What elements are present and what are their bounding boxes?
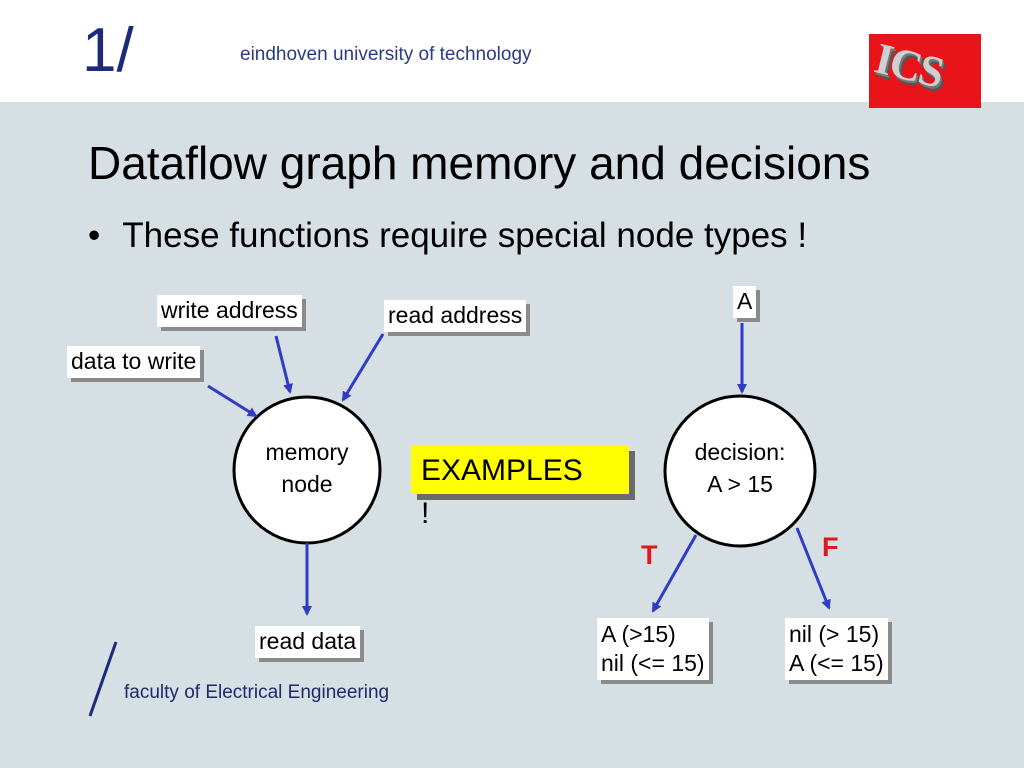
- false-branch-label: F: [822, 532, 839, 562]
- true-branch-label: T: [641, 540, 658, 570]
- decision-node-line-2: A > 15: [707, 471, 773, 498]
- examples-callout: EXAMPLES !: [411, 445, 629, 529]
- arrow-false-branch: [795, 527, 831, 610]
- bullet-dot-icon: •: [88, 216, 101, 255]
- true-output-line-2: nil (<= 15): [601, 649, 705, 676]
- examples-callout-bang: !: [421, 497, 430, 530]
- examples-callout-text: EXAMPLES: [421, 454, 583, 487]
- false-output-line-2: A (<= 15): [789, 649, 884, 676]
- false-output-box: nil (> 15) A (<= 15): [785, 618, 888, 680]
- header-bar: 1/ eindhoven university of technology IC…: [0, 0, 1024, 108]
- data-to-write-label: data to write: [67, 346, 201, 378]
- ics-logo: ICS: [869, 34, 981, 108]
- memory-node-line-2: node: [281, 471, 333, 498]
- input-a-label: A: [733, 286, 757, 318]
- read-data-label: read data: [255, 626, 361, 658]
- university-name: eindhoven university of technology: [240, 44, 532, 65]
- arrow-read-address: [341, 333, 385, 402]
- slide-title: Dataflow graph memory and decisions: [88, 137, 871, 189]
- arrow-write-address: [274, 335, 293, 394]
- memory-node-line-1: memory: [265, 439, 349, 465]
- read-address-label: read address: [384, 300, 527, 332]
- footer-slash-mark: [88, 641, 118, 717]
- tue-logo-mark: 1/: [82, 16, 134, 85]
- true-output-line-1: A (>15): [601, 621, 676, 647]
- arrow-true-branch: [651, 534, 698, 613]
- decision-node-circle: [663, 394, 817, 548]
- true-output-box: A (>15) nil (<= 15): [597, 618, 709, 680]
- decision-node-label: decision: A > 15: [665, 436, 815, 500]
- false-output-line-1: nil (> 15): [789, 621, 880, 647]
- bullet-text: These functions require special node typ…: [122, 216, 808, 255]
- faculty-name: faculty of Electrical Engineering: [124, 682, 390, 703]
- memory-node-label: memory node: [234, 436, 380, 500]
- decision-node-line-1: decision:: [694, 439, 786, 465]
- arrow-data-to-write: [207, 384, 258, 418]
- bullet-item: • These functions require special node ty…: [88, 216, 807, 256]
- write-address-label: write address: [157, 295, 302, 327]
